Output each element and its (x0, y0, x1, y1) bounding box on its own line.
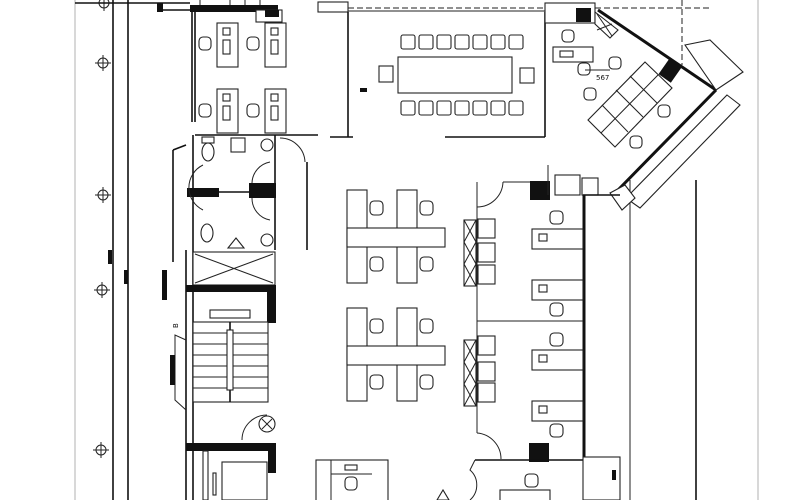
angled-office: 567 (544, 2, 744, 211)
stair-label: B (172, 323, 180, 328)
chair-icon (198, 36, 212, 51)
chair-icon (246, 103, 260, 118)
desk (531, 349, 584, 371)
conference-chairs-top (400, 34, 524, 50)
desk (531, 400, 584, 422)
grid-markers (93, 0, 112, 458)
chair-icon (549, 210, 564, 225)
chair-icon (419, 256, 434, 272)
chair-icon (369, 200, 384, 216)
desk (264, 22, 287, 68)
bottom-offices (315, 443, 621, 500)
chair-icon (369, 318, 384, 334)
chair-icon (419, 318, 434, 334)
grid-marker-icon (95, 187, 111, 203)
desk (216, 88, 239, 134)
page-margin-right (757, 0, 759, 500)
desk (216, 22, 239, 68)
desk (531, 279, 584, 301)
exterior-lines (108, 0, 697, 500)
restrooms (172, 135, 308, 262)
desk (531, 228, 584, 250)
grid-marker-icon (93, 442, 109, 458)
office-top-left (191, 12, 318, 136)
chair-icon (344, 476, 358, 491)
chair-icon (198, 103, 212, 118)
right-offices (476, 165, 620, 460)
page-margin-left (74, 0, 76, 500)
conference-chairs-bottom (400, 100, 524, 116)
chair-icon (524, 473, 539, 488)
grid-marker-icon (94, 282, 110, 298)
meeting-room (330, 12, 546, 138)
chair-icon (549, 423, 564, 438)
top-wall (75, 0, 710, 65)
desk (264, 88, 287, 134)
workstation-cluster-1 (346, 189, 446, 284)
stairwell: B (162, 250, 276, 500)
workstation-cluster-2 (346, 307, 446, 402)
chair-icon (419, 374, 434, 390)
filing-cabinets (463, 218, 496, 407)
chair-icon (549, 302, 564, 317)
grid-marker-icon (96, 0, 112, 11)
chair-icon (246, 36, 260, 51)
chair-icon (369, 256, 384, 272)
stair-treads (192, 321, 269, 403)
chair-icon (549, 332, 564, 347)
toilet-icon (200, 223, 214, 243)
chair-icon (419, 200, 434, 216)
dimension-label: 567 (596, 74, 609, 82)
chair-icon (369, 374, 384, 390)
grid-marker-icon (95, 55, 111, 71)
toilet-icon (201, 136, 215, 162)
